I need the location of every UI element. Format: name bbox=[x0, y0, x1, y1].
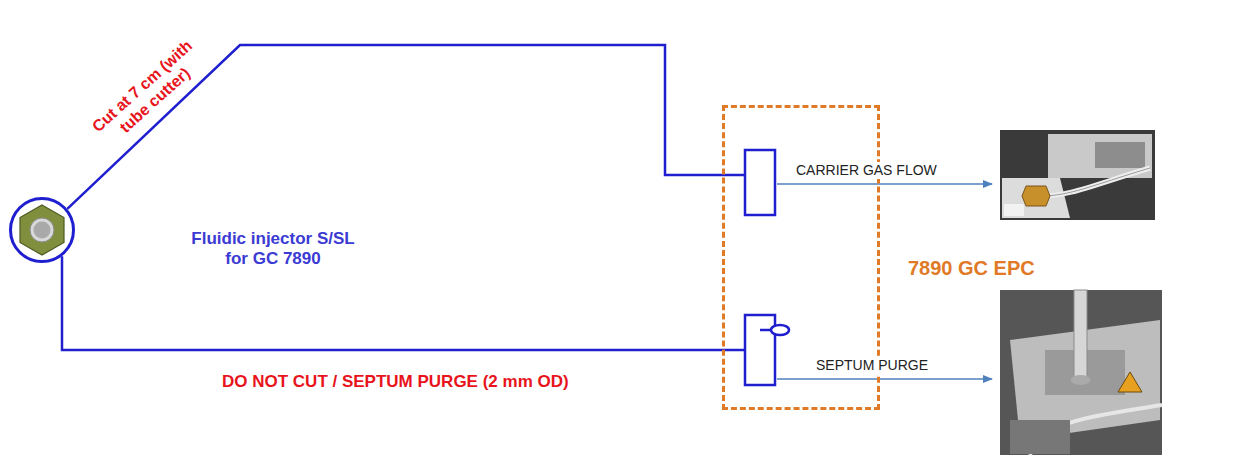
flow-arrow bbox=[777, 183, 992, 185]
carrier-port bbox=[745, 150, 775, 215]
fitting-symbol bbox=[12, 200, 72, 260]
hex-nut bbox=[20, 205, 64, 255]
flow-arrow bbox=[777, 378, 992, 380]
photo-plate bbox=[1002, 178, 1070, 218]
node-label: 7890 GC EPC bbox=[908, 256, 1035, 280]
carrier-photo bbox=[1000, 130, 1155, 220]
photo-brass-nut bbox=[1022, 186, 1050, 206]
nut-bore-ring bbox=[30, 218, 54, 242]
edge-label: Cut at 7 cm (with tube cutter) bbox=[84, 32, 213, 154]
tube-connector bbox=[62, 256, 745, 350]
photo-tube-fitting bbox=[1071, 375, 1091, 385]
photo-tube bbox=[1040, 168, 1150, 196]
photo-block-detail bbox=[1095, 142, 1145, 168]
flow-label: SEPTUM PURGE bbox=[814, 357, 930, 374]
photo-tube-edge bbox=[1040, 168, 1150, 196]
photo-base bbox=[1010, 420, 1070, 454]
photo-purge-tube bbox=[1074, 290, 1087, 380]
injector-fitting: Fluidic injector S/SL for GC 7890 bbox=[9, 197, 75, 263]
purge-port bbox=[745, 315, 775, 385]
purge-pin-loop bbox=[771, 325, 789, 335]
photo-ground bbox=[1000, 130, 1155, 220]
photo-sticker bbox=[1004, 204, 1024, 216]
edge-label: DO NOT CUT / SEPTUM PURGE (2 mm OD) bbox=[222, 372, 569, 392]
node-label: Fluidic injector S/SL for GC 7890 bbox=[182, 229, 364, 270]
photo-ground bbox=[1000, 290, 1162, 455]
purge-photo bbox=[1000, 290, 1162, 455]
flow-label: CARRIER GAS FLOW bbox=[794, 162, 939, 179]
nut-bore bbox=[34, 222, 51, 239]
photo-warning-sign bbox=[1118, 372, 1142, 392]
